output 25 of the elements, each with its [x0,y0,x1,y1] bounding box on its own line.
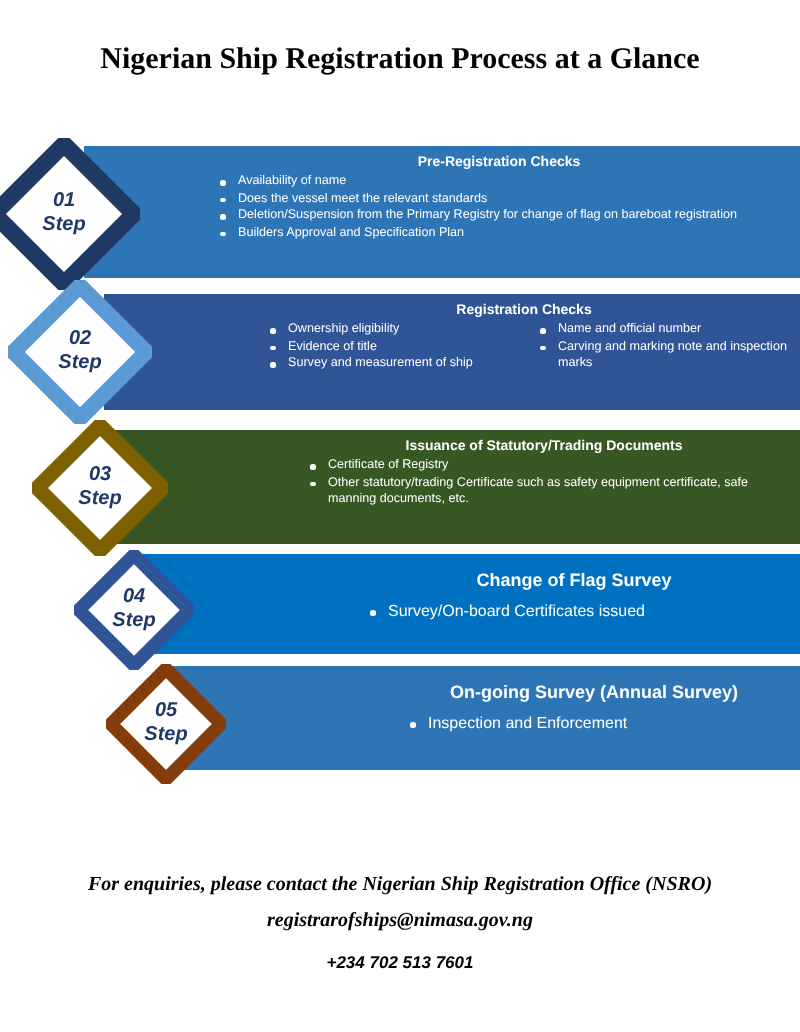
step-number: 04 [120,588,148,608]
bullet-item: Survey/On-board Certificates issued [388,602,645,620]
step-band [84,146,800,278]
step-label: Step [76,490,124,510]
phone-number: +234 702 513 7601 [324,952,476,972]
step-diamond [106,664,226,784]
step-diamond [74,550,194,670]
step-diamond [32,420,168,556]
band-heading: Change of Flag Survey [474,570,674,590]
step-label: Step [56,354,104,374]
bullet-item: Inspection and Enforcement [428,714,628,732]
contact-note: For enquiries, please contact the Nigerian Ship Registration Office (NSRO) [85,874,715,896]
step-band [104,294,800,410]
step-label: Step [142,726,190,746]
step-label: Step [110,612,158,632]
title: Nigerian Ship Registration Process at a Glance [98,44,702,78]
step-number: 01 [50,192,78,212]
step-number: 03 [86,466,114,486]
step-number: 02 [66,330,94,350]
email-address: registrarofships@nimasa.gov.ng [265,910,535,932]
band-heading: On-going Survey (Annual Survey) [447,682,741,702]
step-diamond [0,138,140,290]
step-diamond [8,280,152,424]
step-number: 05 [152,702,180,722]
step-label: Step [40,216,88,236]
